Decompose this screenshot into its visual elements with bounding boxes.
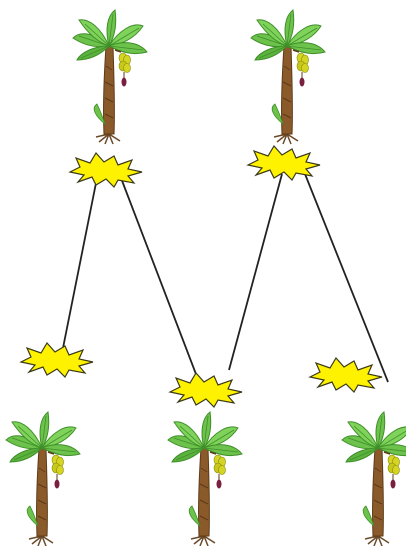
banana-tree-icon [251,10,325,144]
rope-segment [63,178,97,348]
rope-lines [63,174,388,382]
starburst-icon [248,146,320,180]
starburst-icon [21,343,93,377]
starburst-icon [310,358,382,392]
rope-segment [229,174,282,370]
starburst-icon [170,373,242,407]
starburst-icon [70,153,142,187]
banana-tree-icon [168,412,242,546]
banana-tree-icon [342,412,406,546]
banana-tree-icon [73,10,147,144]
rope-segment [305,174,388,382]
rope-segment [121,178,199,382]
banana-tree-icon [6,412,80,546]
